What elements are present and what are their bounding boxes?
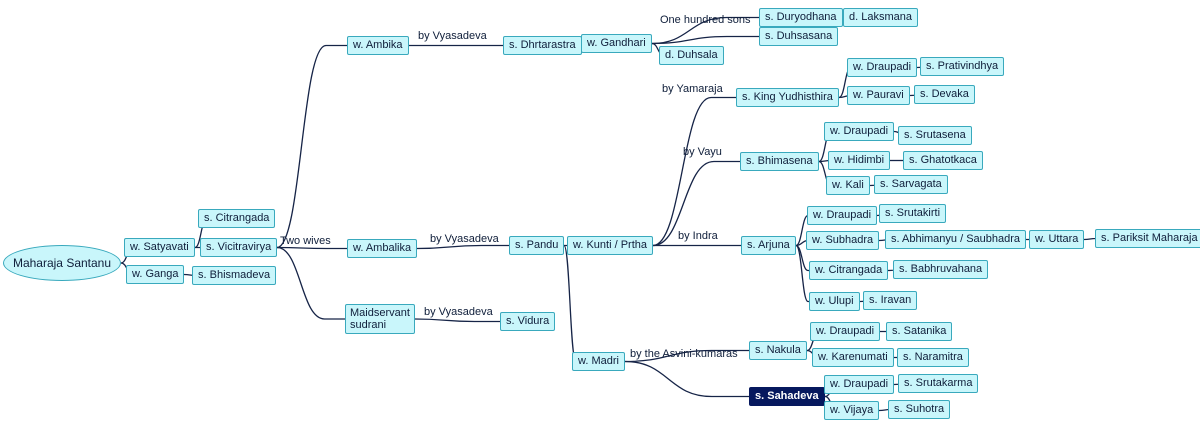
node-pandu[interactable]: s. Pandu (509, 236, 565, 255)
connector-node-gandhari-to-node-duhsasana (651, 35, 759, 45)
node-prativindhya[interactable]: s. Prativindhya (920, 57, 1005, 76)
node-duhsala[interactable]: d. Duhsala (659, 46, 724, 65)
connector-node-pandu-to-node-madri (563, 244, 577, 363)
node-ulupi[interactable]: w. Ulupi (809, 292, 860, 311)
connector-node-kunti-to-node-yudhisthira (652, 96, 736, 247)
node-pariksit[interactable]: s. Pariksit Maharaja (1095, 229, 1200, 248)
node-pauravi[interactable]: w. Pauravi (847, 86, 910, 105)
connector-node-vicitravirya-to-node-maidservant (276, 246, 345, 320)
node-draupadi-arjuna[interactable]: w. Draupadi (807, 206, 878, 225)
node-citrangada-son[interactable]: s. Citrangada (198, 209, 276, 228)
edge-label-by-yamaraja: by Yamaraja (662, 83, 723, 95)
node-draupadi-nakula[interactable]: w. Draupadi (810, 322, 881, 341)
edge-label-by-vayu: by Vayu (683, 146, 722, 158)
node-srutasena[interactable]: s. Srutasena (898, 126, 972, 145)
node-ghatotkaca[interactable]: s. Ghatotkaca (903, 151, 983, 170)
node-kali[interactable]: w. Kali (826, 176, 870, 195)
node-yudhisthira[interactable]: s. King Yudhisthira (736, 88, 839, 107)
connector-node-ambalika-to-node-pandu (416, 244, 509, 250)
node-kunti[interactable]: w. Kunti / Prtha (567, 236, 653, 255)
edge-label-by-vyasadeva-maidservant: by Vyasadeva (424, 306, 493, 318)
node-ganga[interactable]: w. Ganga (126, 265, 185, 284)
edge-label-one-hundred-sons: One hundred sons (660, 14, 751, 26)
connector-node-maidservant-to-node-vidura (414, 318, 500, 323)
node-arjuna[interactable]: s. Arjuna (741, 236, 796, 255)
node-madri[interactable]: w. Madri (572, 352, 625, 371)
connector-node-arjuna-to-node-ulupi (795, 244, 809, 303)
node-vijaya[interactable]: w. Vijaya (824, 401, 880, 420)
node-sarvagata[interactable]: s. Sarvagata (874, 175, 948, 194)
node-sahadeva-selected[interactable]: s. Sahadeva (749, 387, 825, 406)
node-babhruvahana[interactable]: s. Babhruvahana (893, 260, 989, 279)
node-bhismadeva[interactable]: s. Bhismadeva (192, 266, 277, 285)
connector-node-gandhari-to-node-duryodhana (651, 16, 759, 45)
connector-node-vicitravirya-to-node-ambalika (276, 246, 347, 250)
connector-node-vicitravirya-to-node-ambika (276, 44, 347, 249)
node-devaka[interactable]: s. Devaka (914, 85, 975, 104)
node-srutakirti[interactable]: s. Srutakirti (879, 204, 947, 223)
connector-node-kunti-to-node-bhimasena (652, 160, 740, 247)
node-ambalika[interactable]: w. Ambalika (347, 239, 418, 258)
node-duhsasana[interactable]: s. Duhsasana (759, 27, 839, 46)
node-ambika[interactable]: w. Ambika (347, 36, 409, 55)
node-nakula[interactable]: s. Nakula (749, 341, 807, 360)
node-duryodhana[interactable]: s. Duryodhana (759, 8, 843, 27)
edge-label-by-indra: by Indra (678, 230, 718, 242)
node-hidimbi[interactable]: w. Hidimbi (828, 151, 891, 170)
node-draupadi-bhima[interactable]: w. Draupadi (824, 122, 895, 141)
node-dhrtarastra[interactable]: s. Dhrtarastra (503, 36, 582, 55)
node-vicitravirya[interactable]: s. Vicitravirya (200, 238, 278, 257)
node-srutakarma[interactable]: s. Srutakarma (898, 374, 979, 393)
node-laksmana[interactable]: d. Laksmana (843, 8, 918, 27)
edge-label-by-asvini-kumaras: by the Asvini-kumaras (630, 348, 738, 360)
connector-node-madri-to-node-sahadeva-selected (624, 360, 749, 398)
node-draupadi-sahadeva[interactable]: w. Draupadi (824, 375, 895, 394)
node-naramitra[interactable]: s. Naramitra (897, 348, 969, 367)
node-gandhari[interactable]: w. Gandhari (581, 34, 652, 53)
node-subhadra[interactable]: w. Subhadra (806, 231, 880, 250)
node-maidservant[interactable]: Maidservant sudrani (345, 304, 415, 334)
node-iravan[interactable]: s. Iravan (863, 291, 918, 310)
connector-node-madri-to-node-nakula (624, 349, 749, 363)
node-karenumati[interactable]: w. Karenumati (812, 348, 894, 367)
node-draupadi-yudhisthira[interactable]: w. Draupadi (847, 58, 918, 77)
node-abhimanyu[interactable]: s. Abhimanyu / Saubhadra (885, 230, 1027, 249)
node-uttara[interactable]: w. Uttara (1029, 230, 1085, 249)
node-satanika[interactable]: s. Satanika (886, 322, 953, 341)
node-citrangada-wife[interactable]: w. Citrangada (809, 261, 889, 280)
node-satyavati[interactable]: w. Satyavati (124, 238, 195, 257)
edge-label-by-vyasadeva-ambika: by Vyasadeva (418, 30, 487, 42)
edge-label-two-wives: Two wives (280, 235, 331, 247)
root-node-santanu[interactable]: Maharaja Santanu (3, 245, 121, 281)
node-bhimasena[interactable]: s. Bhimasena (740, 152, 819, 171)
node-suhotra[interactable]: s. Suhotra (888, 400, 951, 419)
node-vidura[interactable]: s. Vidura (500, 312, 556, 331)
edge-label-by-vyasadeva-ambalika: by Vyasadeva (430, 233, 499, 245)
